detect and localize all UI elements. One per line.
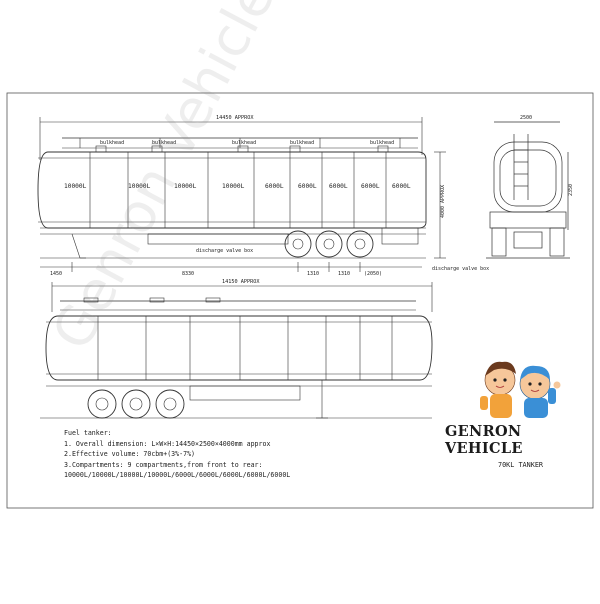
- discharge-valve-label-1: discharge valve box: [196, 248, 253, 254]
- bulkhead-label: bulkhead: [100, 140, 124, 146]
- bulkhead-label: bulkhead: [370, 140, 394, 146]
- drawing-frame: [6, 92, 594, 509]
- compartment-9: 6000L: [392, 183, 411, 190]
- top-height-dim: 4000 APPROX: [440, 185, 446, 218]
- discharge-valve-label-2: discharge valve box: [432, 266, 489, 272]
- bulkhead-label: bulkhead: [152, 140, 176, 146]
- bulkhead-label: bulkhead: [290, 140, 314, 146]
- end-width-dim: 2500: [520, 115, 532, 121]
- compartment-2: 10000L: [128, 183, 151, 190]
- mascot-illustration: [480, 361, 561, 418]
- compartment-6: 6000L: [298, 183, 317, 190]
- dim-rear-overhang: (2050): [364, 271, 382, 277]
- top-bottom-dims: 1450 8330 1310 1310 (2050): [50, 271, 382, 277]
- end-height-dim: 2350: [568, 184, 574, 196]
- spec-line-2: 2.Effective volume: 70cbm+(3%-7%): [64, 450, 196, 459]
- bottom-overall-dim: 14150 APPROX: [222, 279, 260, 285]
- compartment-8: 6000L: [361, 183, 380, 190]
- compartment-labels: 10000L 10000L 10000L 10000L 6000L 6000L …: [64, 183, 411, 190]
- compartment-5: 6000L: [265, 183, 284, 190]
- side-view-bottom: [40, 282, 433, 419]
- dim-kingpin-axle: 8330: [182, 271, 194, 277]
- side-view-top: [37, 117, 446, 272]
- dim-axle-1: 1310: [307, 271, 319, 277]
- spec-notes: Fuel tanker: 1. Overall dimension: L×W×H…: [64, 428, 290, 481]
- spec-title: Fuel tanker:: [64, 429, 112, 437]
- dim-front-overhang: 1450: [50, 271, 62, 277]
- spec-line-4: 10000L/10000L/10000L/10000L/6000L/6000L/…: [64, 471, 291, 480]
- compartment-1: 10000L: [64, 183, 87, 190]
- top-overall-dim: 14450 APPROX: [216, 115, 254, 121]
- compartment-4: 10000L: [222, 183, 245, 190]
- compartment-3: 10000L: [174, 183, 197, 190]
- spec-line-3: 3.Compartments: 9 compartments,from fron…: [64, 460, 263, 469]
- end-view: [486, 121, 570, 259]
- bulkhead-label: bulkhead: [232, 140, 256, 146]
- compartment-7: 6000L: [329, 183, 348, 190]
- model-label: 70KL TANKER: [498, 461, 544, 469]
- spec-line-1: 1. Overall dimension: L×W×H:14450×2500×4…: [64, 439, 271, 448]
- bulkhead-labels: bulkhead bulkhead bulkhead bulkhead bulk…: [100, 140, 394, 146]
- brand-name: GENRON VEHICLE: [445, 423, 523, 457]
- dim-axle-2: 1310: [338, 271, 350, 277]
